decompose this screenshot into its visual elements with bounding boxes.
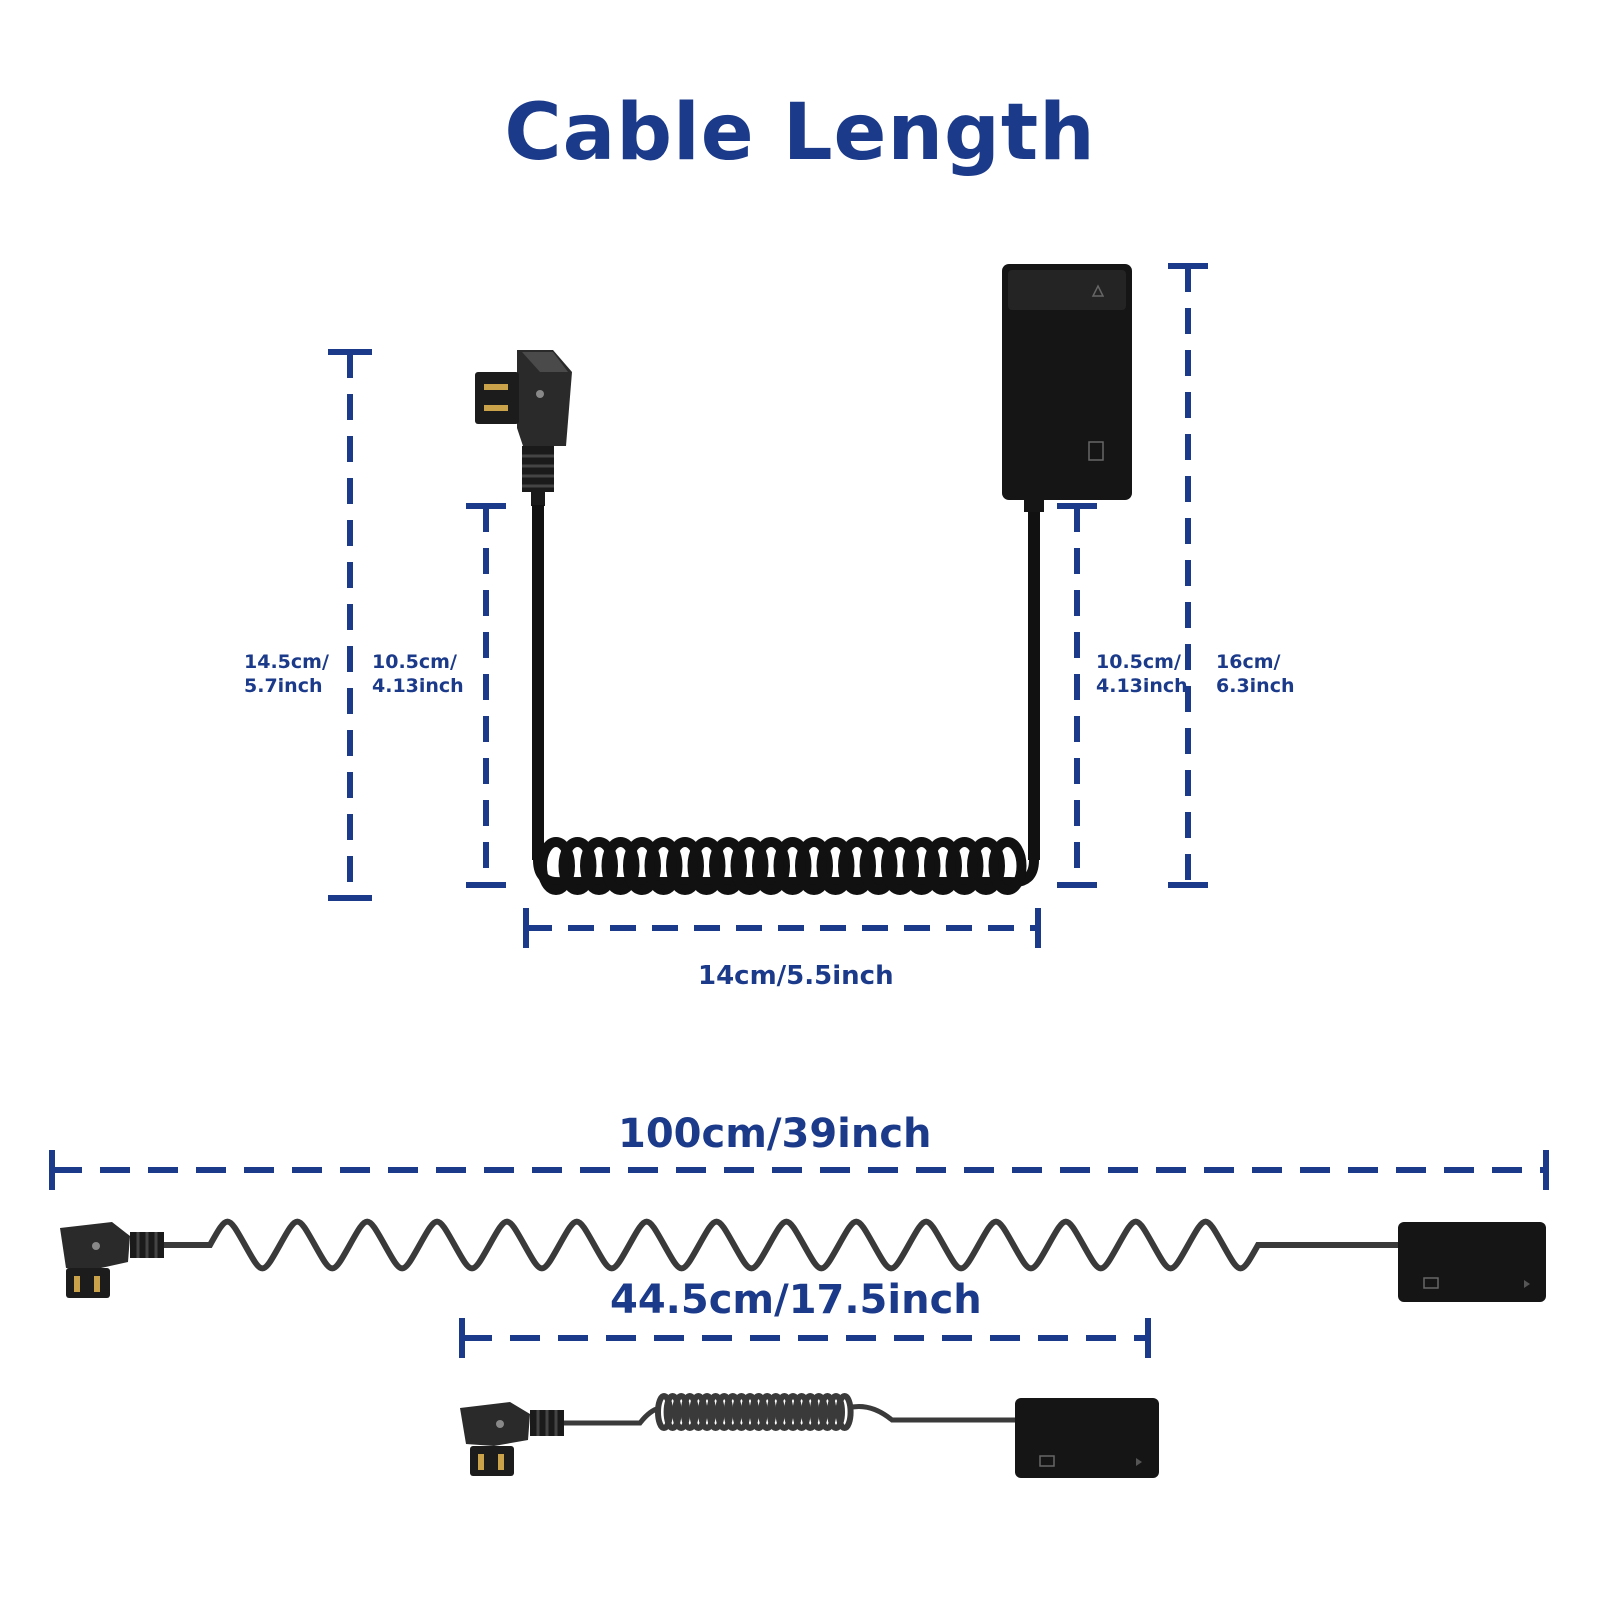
left-inner-dimension-line [466,503,506,888]
right-inner-dimension-line [1057,503,1097,888]
coil-loop [775,1393,794,1431]
coil-loop [663,1393,682,1431]
left-inner-length-label: 10.5cm/ 4.13inch [372,650,464,698]
retracted-cable-assembly [460,1393,1159,1478]
coil-loop [881,837,919,895]
coil-loop [730,837,769,895]
coil-loop [672,1393,691,1431]
coil-loop [859,837,898,895]
coil-loop [816,837,855,895]
coil-loop [945,837,984,895]
left-inner-length-inch: 4.13inch [372,675,464,697]
retracted-dimension-line [459,1318,1151,1358]
coil-loop [988,837,1027,895]
coil-loop [809,1393,828,1431]
coil-loop [924,837,962,895]
left-inner-length-cm: 10.5cm/ [372,651,457,673]
coil-loop [709,837,747,895]
coil-loop [537,837,575,895]
left-outer-length-label: 14.5cm/ 5.7inch [244,650,329,698]
extended-dimension-line [49,1150,1549,1190]
coil-loop [601,837,640,895]
coil-loop [666,837,704,895]
coil-loop [801,1393,820,1431]
coil-loop [902,837,941,895]
coil-loop [835,1393,854,1431]
coil-loop [558,837,597,895]
left-outer-dimension-line [328,349,372,901]
coil-loop [766,1393,785,1431]
coil-loop [792,1393,811,1431]
coil-width-label: 14cm/5.5inch [698,961,894,991]
right-outer-length-cm: 16cm/ [1216,651,1281,673]
d-tap-plug-icon [475,350,572,506]
coil-loop [773,837,812,895]
coil-loop [741,1393,759,1431]
left-outer-length-inch: 5.7inch [244,675,323,697]
coil-loop [749,1393,768,1431]
right-inner-length-inch: 4.13inch [1096,675,1188,697]
coil-loop [795,837,833,895]
right-inner-length-label: 10.5cm/ 4.13inch [1096,650,1188,698]
extended-length-label: 100cm/39inch [618,1111,932,1157]
coil-loop [827,1393,845,1431]
coil-loop [655,1393,673,1431]
coil-loop [715,1393,734,1431]
right-inner-length-cm: 10.5cm/ [1096,651,1181,673]
coil-loop [723,1393,742,1431]
coil-loop [967,837,1005,895]
coil-loop [758,1393,777,1431]
d-tap-plug-icon [60,1222,164,1298]
coil-loop [689,1393,708,1431]
retracted-length-label: 44.5cm/17.5inch [610,1277,982,1323]
coil-loop [680,1393,699,1431]
right-outer-length-inch: 6.3inch [1216,675,1295,697]
coil-loop [752,837,790,895]
dimension-lines-top [328,263,1208,948]
extended-coil-cable [164,1218,1398,1272]
coil-loop [623,837,661,895]
retracted-coil-cable [655,1393,854,1431]
coil-width-dimension-line [523,908,1041,948]
top-cable-assembly [475,264,1132,895]
coil-loop [838,837,876,895]
extended-cable-assembly [60,1218,1546,1302]
coil-loop [706,1393,725,1431]
dummy-battery-icon [1398,1222,1546,1302]
coil-loop [784,1393,802,1431]
right-outer-dimension-line [1168,263,1208,888]
right-outer-length-label: 16cm/ 6.3inch [1216,650,1295,698]
coil-loop [644,837,683,895]
left-outer-length-cm: 14.5cm/ [244,651,329,673]
coil-loop [732,1393,751,1431]
d-tap-plug-icon [460,1402,564,1476]
coil-loop [698,1393,716,1431]
coiled-cable [532,505,1040,895]
dummy-battery-icon [1002,264,1132,512]
coil-loop [580,837,618,895]
coil-loop [687,837,726,895]
coil-loop [818,1393,837,1431]
page-title: Cable Length [504,88,1096,178]
dummy-battery-icon [1015,1398,1159,1478]
